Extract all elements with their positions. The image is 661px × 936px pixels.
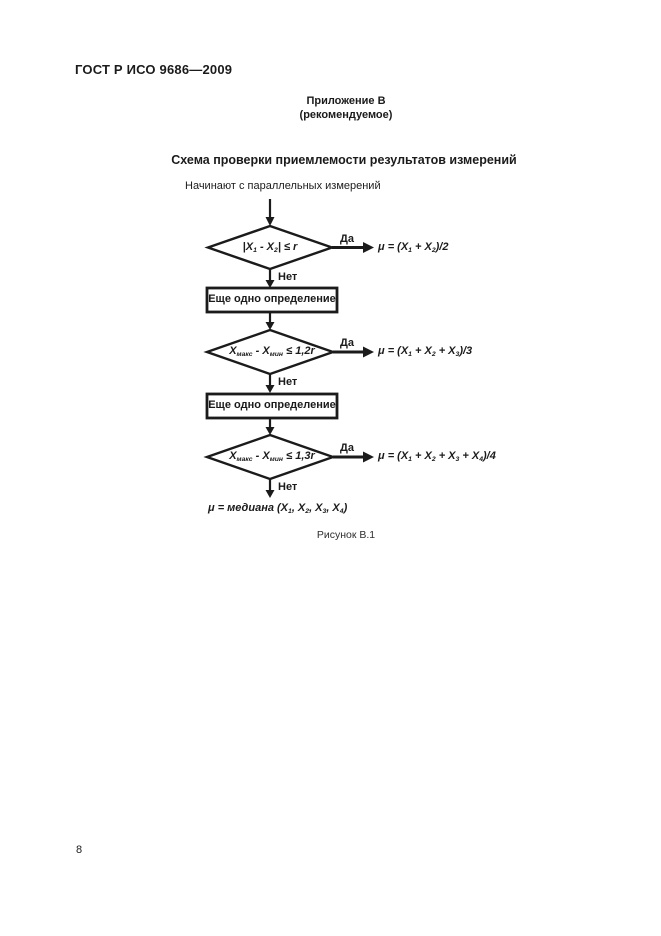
arrowhead-down-icon	[265, 280, 275, 288]
figure-title: Схема проверки приемлемости результатов …	[171, 153, 517, 167]
decision-2-condition: Xмакс - Xмин ≤ 1,2r	[229, 345, 315, 359]
process-box-2	[205, 392, 339, 420]
arrowhead-right-icon	[363, 346, 374, 358]
document-header: ГОСТ Р ИСО 9686—2009	[75, 62, 233, 77]
process-box-1-label: Еще одно определение	[208, 293, 336, 305]
decision-2-result: μ = (X1 + X2 + X3)/3	[378, 345, 473, 359]
decision-3-condition: Xмакс - Xмин ≤ 1,3r	[229, 450, 315, 464]
figure-caption: Рисунок В.1	[316, 529, 376, 541]
annex-title: Приложение В	[306, 95, 386, 107]
decision-2-yes-label: Да	[340, 337, 354, 349]
decision-1-condition: |X1 - X2| ≤ r	[242, 241, 298, 255]
decision-1-yes-label: Да	[340, 233, 354, 245]
annex-subtitle: (рекомендуемое)	[299, 109, 393, 121]
decision-2-no-label: Нет	[278, 376, 298, 388]
decision-3-yes-label: Да	[340, 442, 354, 454]
decision-1-result: μ = (X1 + X2)/2	[378, 241, 449, 255]
arrowhead-right-icon	[363, 451, 374, 463]
decision-3-result: μ = (X1 + X2 + X3 + X4)/4	[378, 450, 496, 464]
process-box-2-label: Еще одно определение	[208, 399, 336, 411]
arrowhead-right-icon	[363, 242, 374, 253]
page-number: 8	[76, 844, 83, 856]
process-box-1	[205, 286, 339, 314]
arrowhead-down-icon	[265, 427, 275, 435]
flowchart-start-label: Начинают с параллельных измерений	[185, 180, 381, 192]
annex-heading: Приложение В (рекомендуемое)	[146, 94, 546, 122]
decision-3-no-label: Нет	[278, 481, 298, 493]
arrowhead-down-icon	[265, 217, 275, 226]
final-result-formula: μ = медиана (X1, X2, X3, X4)	[208, 502, 348, 516]
arrowhead-down-icon	[265, 490, 275, 498]
arrowhead-down-icon	[265, 322, 275, 330]
arrowhead-down-icon	[265, 385, 275, 393]
decision-1-no-label: Нет	[278, 271, 298, 283]
